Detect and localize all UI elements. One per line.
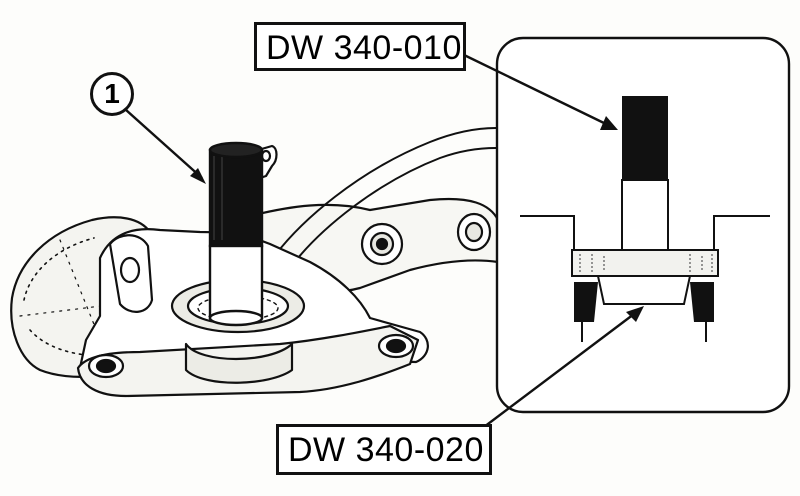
arrow-bottom-label	[479, 306, 644, 431]
inset-detail	[495, 36, 791, 414]
sweep-arm	[269, 127, 497, 263]
callout-number-badge: 1	[90, 72, 134, 116]
tool-label-dw-340-020: DW 340-020	[276, 424, 492, 475]
installer-tool-left	[208, 141, 264, 327]
callout-leader	[125, 109, 206, 184]
arrow-top-label	[461, 52, 618, 130]
tool-label-dw-340-010: DW 340-010	[254, 22, 466, 71]
tool-shaft-dark	[622, 96, 668, 180]
press-plate	[571, 249, 719, 277]
seat-right	[690, 282, 714, 322]
bearing-cone	[596, 275, 692, 305]
seat-left	[574, 282, 598, 322]
tool-shaft-light	[621, 179, 669, 253]
